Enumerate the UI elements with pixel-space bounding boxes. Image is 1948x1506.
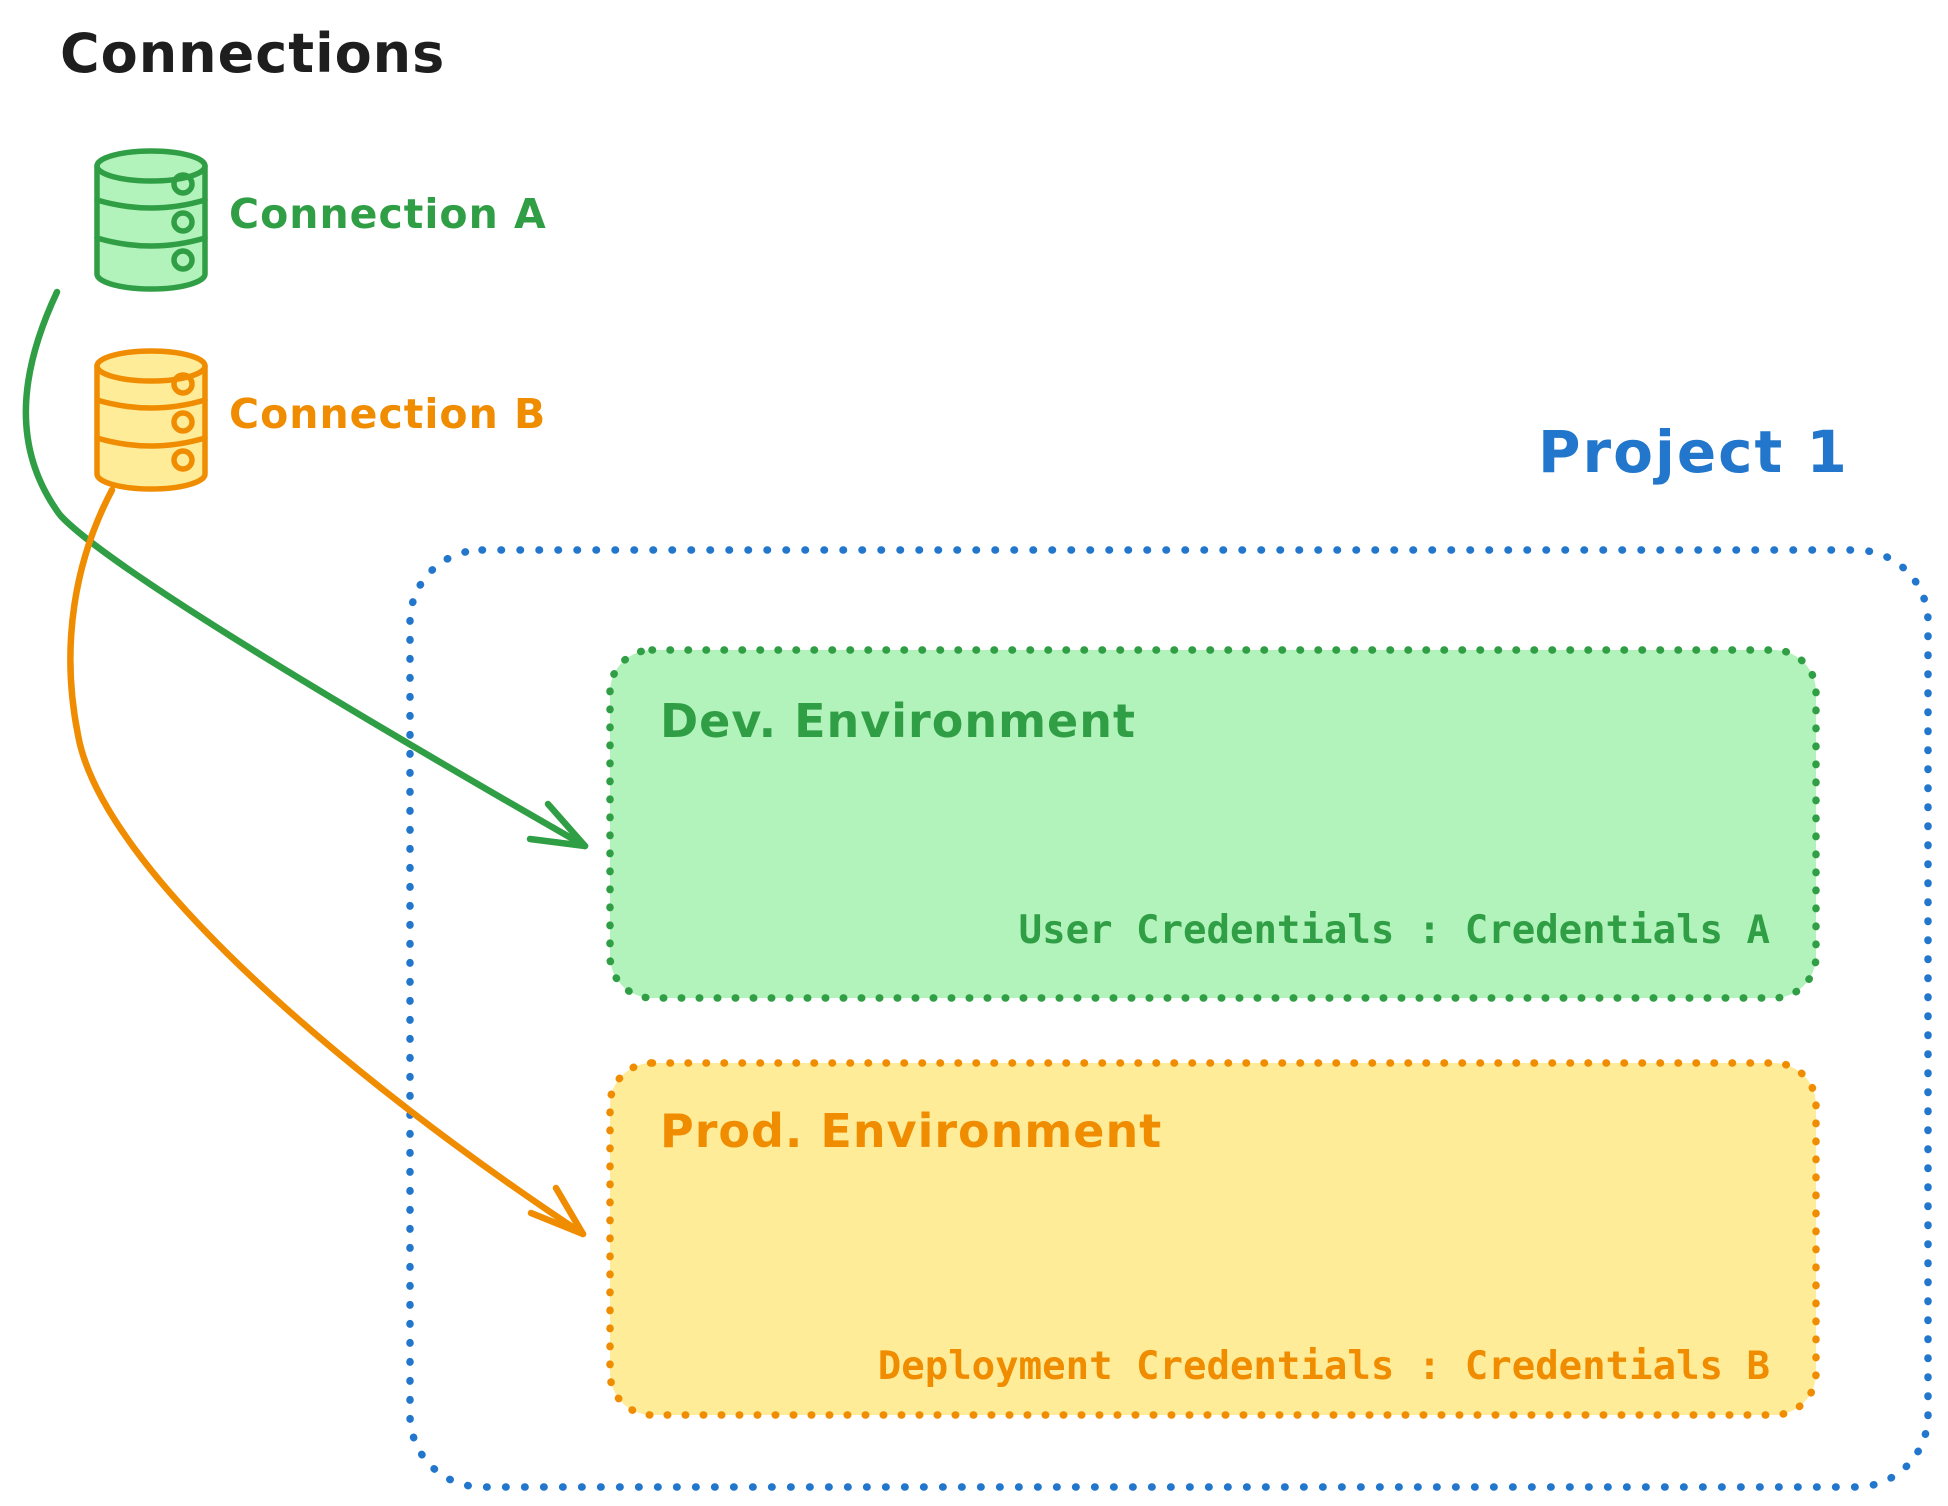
connection-b-database-icon [94, 348, 208, 492]
connection-a-label: Connection A [229, 190, 547, 238]
dev-environment-credentials: User Credentials : Credentials A [1018, 908, 1770, 953]
prod-environment-box [606, 1059, 1820, 1419]
prod-environment-credentials: Deployment Credentials : Credentials B [877, 1344, 1770, 1389]
connection-b-label: Connection B [229, 390, 547, 438]
project-title: Project 1 [1538, 418, 1849, 486]
dev-environment-box [606, 646, 1820, 1002]
prod-environment-heading: Prod. Environment [660, 1104, 1163, 1158]
project-container-box [406, 546, 1932, 1491]
diagram-title: Connections [60, 22, 446, 85]
arrow-connection-a-to-dev [22, 288, 589, 850]
connection-a-database-icon [94, 148, 208, 292]
dev-environment-heading: Dev. Environment [660, 694, 1136, 748]
arrow-connection-b-to-prod [67, 486, 587, 1238]
